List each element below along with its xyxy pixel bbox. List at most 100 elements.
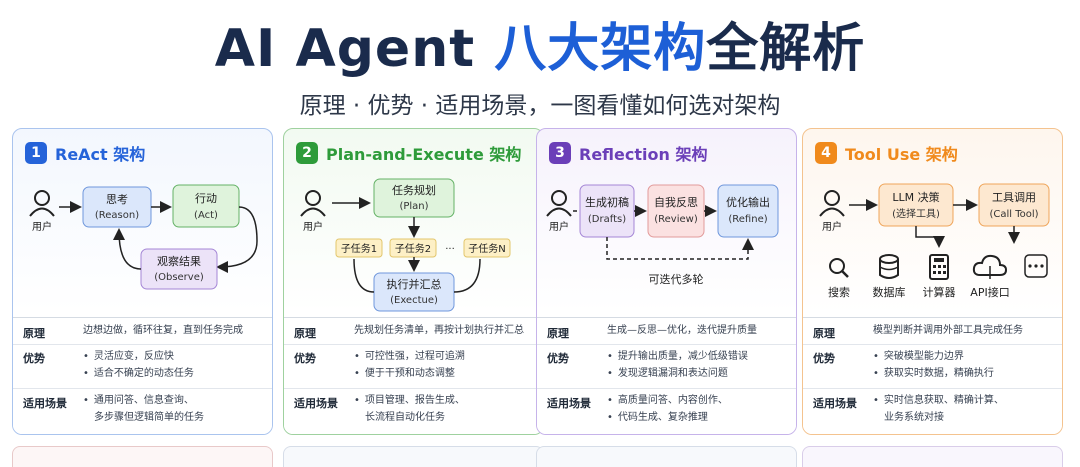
subtask-n-label: 子任务N [468,242,505,255]
scene-item: 实时信息获取、精确计算、 [873,392,1004,409]
info-table: 原理 先规划任务清单，再按计划执行并汇总 优势 可控性强，过程可追溯便于干预和动… [284,317,543,434]
card-react: 1 ReAct 架构 用户 思考 (Reason) 行动 (Act) 观察结果 … [12,128,273,435]
node-observe-label: 观察结果 [157,254,201,268]
scene-label: 适用场景 [23,397,67,410]
subtask-2 [389,238,437,258]
principle-text: 边想边做，循环往复，直到任务完成 [83,325,243,336]
scene-label: 适用场景 [547,397,591,410]
subtask-ellipsis: ··· [445,244,455,255]
card-number-badge: 4 [815,142,837,164]
principle-row: 原理 边想边做，循环往复，直到任务完成 [13,318,272,345]
user-label: 用户 [32,220,52,233]
scene-item: 高质量问答、内容创作、 [607,392,728,409]
main-title: AI Agent 八大架构全解析 [0,6,1080,81]
card-title: ReAct 架构 [55,145,146,164]
advantage-item: 便于干预和动态调整 [354,365,465,382]
node-act-en: (Act) [194,210,218,221]
card-title: Plan-and-Execute 架构 [326,145,522,164]
tool-use-diagram: 用户 LLM 决策 (选择工具) 工具调用 (Call Tool) 搜索 数据库… [819,183,1050,299]
info-table: 原理 生成—反思—优化，迭代提升质量 优势 提升输出质量，减少低级错误发现逻辑漏… [537,317,796,434]
node-review-en: (Review) [654,214,698,225]
principle-label: 原理 [813,327,835,340]
node-tool-en: (Call Tool) [989,209,1038,220]
subtask-n [463,238,511,258]
card-number-badge: 3 [549,142,571,164]
node-review [647,184,705,238]
tool-database-label: 数据库 [873,285,906,299]
node-refine-label: 优化输出 [726,195,770,209]
title-part-2: 八大架构 [494,19,707,79]
title-part-1: AI Agent [214,19,495,79]
principle-text: 模型判断并调用外部工具完成任务 [873,325,1023,336]
advantage-row: 优势 突破模型能力边界获取实时数据，精确执行 [803,344,1062,389]
subtask-1 [335,238,383,258]
scene-label: 适用场景 [813,397,857,410]
principle-label: 原理 [294,327,316,340]
node-tool-label: 工具调用 [992,191,1036,204]
more-icon [1024,254,1048,278]
principle-row: 原理 模型判断并调用外部工具完成任务 [803,318,1062,345]
tool-calculator-label: 计算器 [923,285,956,299]
card-title: Tool Use 架构 [845,145,958,164]
card-plan-execute: 2 Plan-and-Execute 架构 用户 任务规划 (Plan) 子任务… [283,128,544,435]
search-icon [829,258,849,278]
next-card-4-edge [802,446,1063,467]
database-icon [879,254,899,279]
node-draft-label: 生成初稿 [585,195,629,209]
advantage-item: 获取实时数据，精确执行 [873,365,994,382]
advantage-row: 优势 可控性强，过程可追溯便于干预和动态调整 [284,344,543,389]
advantage-item: 适合不确定的动态任务 [83,365,194,382]
next-card-2-edge [283,446,544,467]
advantage-item: 灵活应变，反应快 [83,348,194,365]
subtask-2-label: 子任务2 [395,242,431,255]
info-table: 原理 模型判断并调用外部工具完成任务 优势 突破模型能力边界获取实时数据，精确执… [803,317,1062,434]
card-header: 1 ReAct 架构 [25,141,145,165]
node-plan-label: 任务规划 [392,183,436,197]
tool-search-label: 搜索 [828,285,850,299]
principle-label: 原理 [547,327,569,340]
advantage-label: 优势 [294,352,316,365]
node-think-en: (Reason) [95,210,139,221]
principle-label: 原理 [23,327,45,340]
advantage-item: 突破模型能力边界 [873,348,994,365]
advantage-label: 优势 [547,352,569,365]
node-execute-en: (Exectue) [390,295,438,306]
info-table: 原理 边想边做，循环往复，直到任务完成 优势 灵活应变，反应快适合不确定的动态任… [13,317,272,434]
node-llm-en: (选择工具) [892,207,940,220]
card-header: 2 Plan-and-Execute 架构 [296,141,521,165]
node-draft-en: (Drafts) [588,214,626,225]
node-observe-en: (Observe) [154,272,204,283]
user-label: 用户 [822,220,842,233]
node-execute-label: 执行并汇总 [387,277,442,291]
loop-label: 可迭代多轮 [649,272,704,286]
node-review-label: 自我反思 [654,196,698,209]
node-act [172,184,240,228]
node-refine [717,184,779,238]
advantage-row: 优势 提升输出质量，减少低级错误发现逻辑漏洞和表达问题 [537,344,796,389]
scene-label: 适用场景 [294,397,338,410]
scene-item: 项目管理、报告生成、 [354,392,465,409]
subtitle: 原理 · 优势 · 适用场景，一图看懂如何选对架构 [299,93,781,119]
node-llm-label: LLM 决策 [892,190,939,204]
next-card-3-edge [536,446,797,467]
card-title: Reflection 架构 [579,145,708,164]
scene-item: 业务系统对接 [884,412,944,423]
advantage-label: 优势 [23,352,45,365]
scene-row: 适用场景 实时信息获取、精确计算、业务系统对接 [803,388,1062,434]
card-number-badge: 1 [25,142,47,164]
calculator-icon [929,254,949,280]
user-icon [819,190,845,217]
advantage-label: 优势 [813,352,835,365]
node-refine-en: (Refine) [728,214,767,225]
card-number-badge: 2 [296,142,318,164]
node-draft [579,184,635,238]
principle-row: 原理 先规划任务清单，再按计划执行并汇总 [284,318,543,345]
plan-execute-diagram: 用户 任务规划 (Plan) 子任务1 子任务2 ··· 子任务N 执行并汇总 … [300,178,511,312]
node-think-label: 思考 [106,193,128,206]
advantage-row: 优势 灵活应变，反应快适合不确定的动态任务 [13,344,272,389]
advantage-item: 提升输出质量，减少低级错误 [607,348,748,365]
user-icon [300,190,326,217]
advantage-item: 可控性强，过程可追溯 [354,348,465,365]
user-icon [29,190,55,217]
principle-text: 先规划任务清单，再按计划执行并汇总 [354,325,524,336]
